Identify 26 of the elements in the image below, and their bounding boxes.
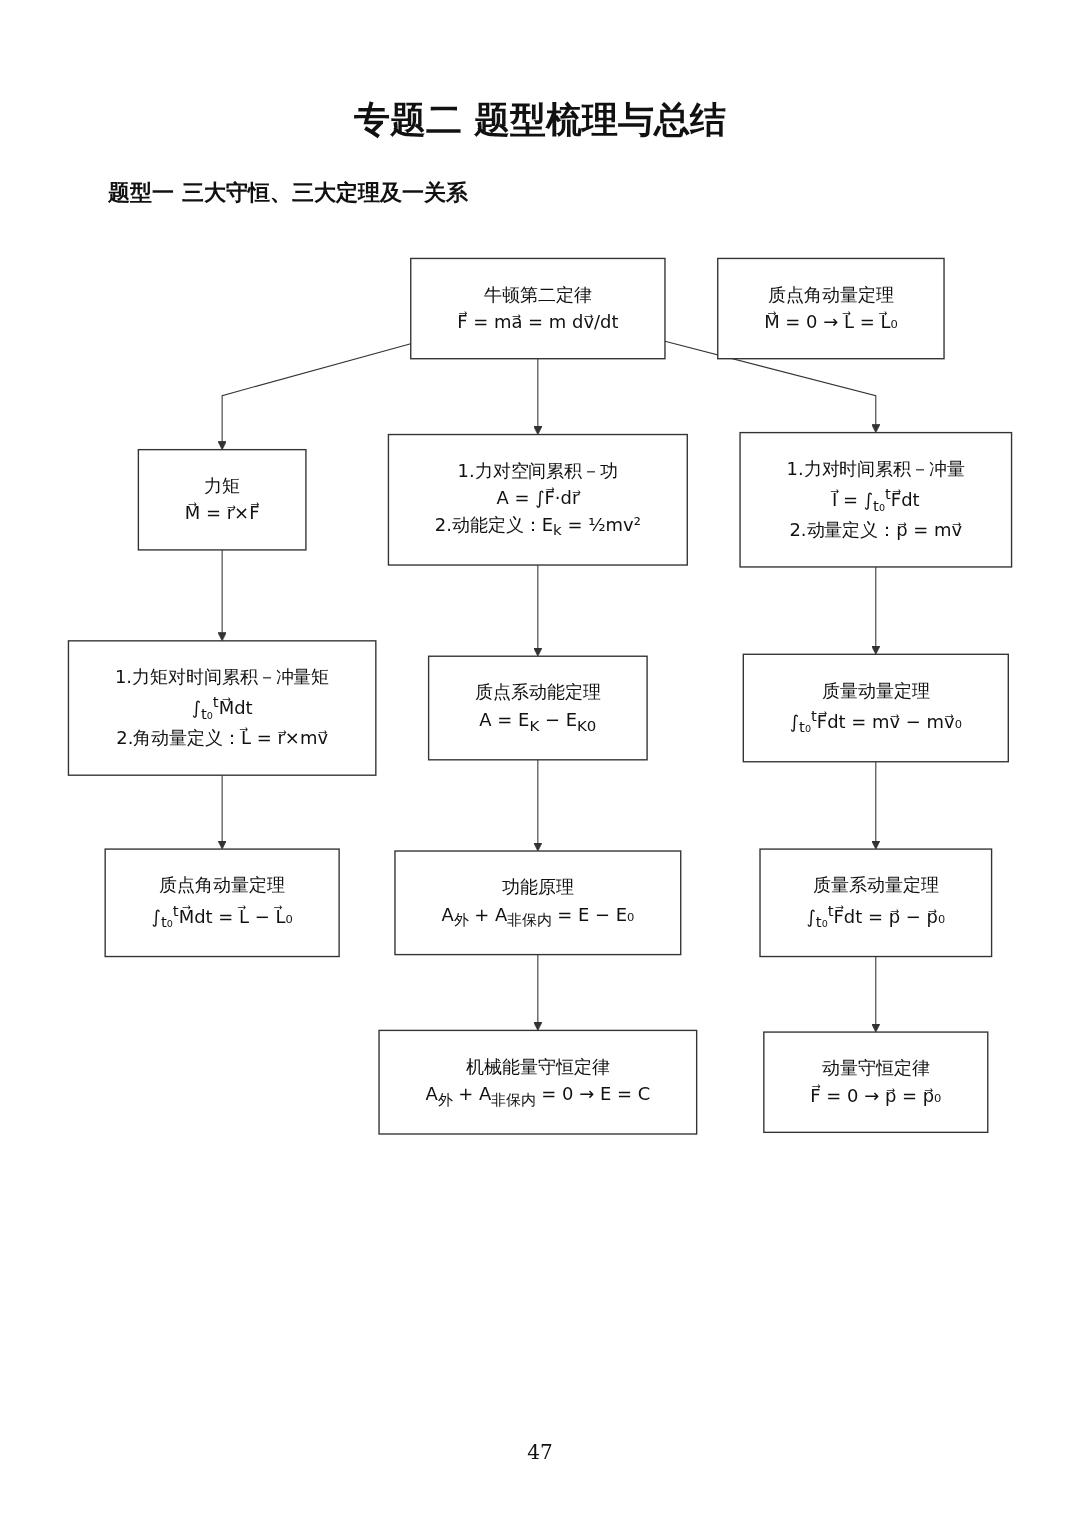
arrow (533, 564, 543, 657)
node-box: 质点角动量定理 M⃗ = 0 → L⃗ = L⃗₀ (717, 257, 945, 360)
node-box: 机械能量守恒定律 A$_{外}$ + A$_{非保内}$ = 0 → E = C (378, 1029, 698, 1135)
arrow (217, 549, 227, 642)
node-box: 1.力对时间累积－冲量 I⃗ = ∫$_{t₀}$$^{t}$F⃗dt 2.动量定义：p⃗ = mv⃗ (739, 431, 1013, 568)
node-box: 质量动量定理 ∫$_{t₀}$$^{t}$F⃗dt = mv⃗ − mv⃗₀ (742, 653, 1009, 763)
arrow (533, 358, 543, 435)
arrow (871, 761, 881, 850)
arrow (664, 340, 881, 433)
node-box: 1.力对空间累积－功 A = ∫F⃗·dr⃗ 2.动能定义：E$_{k}$ = ½mv² (387, 433, 688, 566)
arrow (871, 956, 881, 1033)
node-box: 质量系动量定理 ∫$_{t₀}$$^{t}$F⃗dt = p⃗ − p⃗₀ (759, 848, 993, 958)
node-box: 功能原理 A$_{外}$ + A$_{非保内}$ = E − E₀ (394, 850, 682, 956)
page-title: 专题二 题型梳理与总结 (352, 97, 728, 142)
node-box: 动量守恒定律 F⃗ = 0 → p⃗ = p⃗₀ (763, 1031, 989, 1134)
page-number: 47 (526, 1440, 554, 1464)
arrow (533, 759, 543, 852)
section-heading: 题型一 三大守恒、三大定理及一关系 (108, 178, 468, 207)
node-box: 质点系动能定理 A = E$_{K}$ − E$_{K0}$ (427, 655, 648, 761)
node-box: 质点角动量定理 ∫$_{t₀}$$^{t}$M⃗dt = L⃗ − L⃗₀ (104, 848, 340, 958)
arrow (533, 954, 543, 1031)
node-box: 牛顿第二定律 F⃗ = ma⃗ = m dv⃗/dt (410, 257, 666, 360)
arrow (217, 774, 227, 850)
node-box: 力矩 M⃗ = r⃗×F⃗ (137, 448, 307, 551)
arrow (871, 566, 881, 655)
node-box: 1.力矩对时间累积－冲量矩 ∫$_{t₀}$$^{t}$M⃗dt 2.角动量定义：L⃗ = r⃗×mv⃗ (67, 640, 377, 776)
